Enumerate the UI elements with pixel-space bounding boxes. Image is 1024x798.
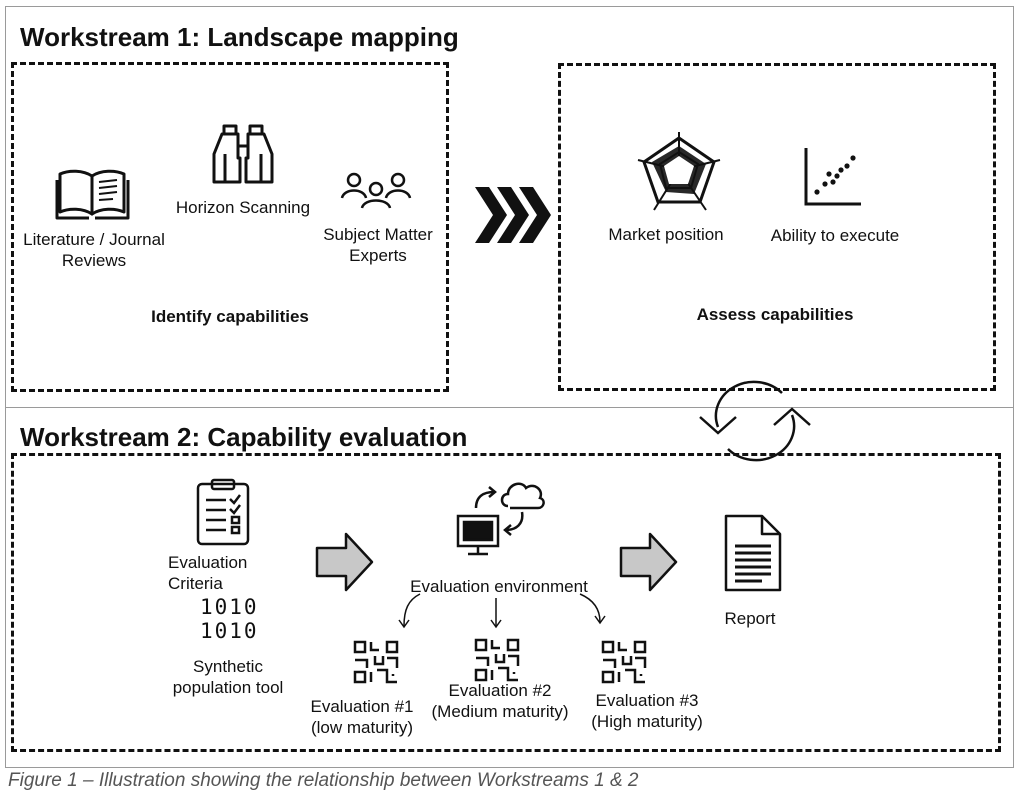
identify-heading: Identify capabilities bbox=[151, 307, 309, 326]
ability-label: Ability to execute bbox=[770, 226, 900, 245]
binary-icon: 1010 1010 bbox=[200, 595, 259, 643]
literature-label: Literature / Journal Reviews bbox=[23, 230, 165, 270]
eval1-block: Evaluation #1 (low maturity) bbox=[300, 696, 424, 738]
workstream2-title: Workstream 2: Capability evaluation bbox=[20, 422, 468, 452]
block-arrow-icon bbox=[315, 532, 374, 592]
market-label: Market position bbox=[608, 225, 724, 244]
eval3-title: Evaluation #3 bbox=[595, 691, 699, 710]
qr-code-icon bbox=[353, 640, 399, 684]
eval2-block: Evaluation #2 (Medium maturity) bbox=[420, 680, 580, 722]
figure-frame bbox=[5, 6, 1014, 768]
book-icon bbox=[55, 169, 130, 220]
binoculars-icon bbox=[212, 124, 274, 184]
cycle-arrows-icon bbox=[699, 380, 811, 462]
identify-capabilities-box bbox=[11, 62, 449, 392]
eval2-sub: (Medium maturity) bbox=[431, 702, 569, 721]
report-label: Report bbox=[724, 609, 776, 628]
clipboard-checklist-icon bbox=[196, 478, 250, 546]
scatter-plot-icon bbox=[804, 148, 861, 206]
people-icon bbox=[340, 172, 412, 209]
eval3-sub: (High maturity) bbox=[591, 712, 703, 731]
assess-heading: Assess capabilities bbox=[696, 305, 854, 324]
block-arrow-icon bbox=[619, 532, 678, 592]
binary-line-1: 1010 bbox=[200, 595, 259, 619]
eval2-title: Evaluation #2 bbox=[448, 681, 552, 700]
eval3-block: Evaluation #3 (High maturity) bbox=[584, 690, 710, 732]
experts-label: Subject Matter Experts bbox=[323, 225, 433, 265]
computer-cloud-icon bbox=[456, 482, 545, 556]
branch-arrows bbox=[398, 593, 606, 629]
workstream1-title: Workstream 1: Landscape mapping bbox=[20, 22, 459, 52]
workstream-separator bbox=[5, 407, 1014, 408]
qr-code-icon bbox=[601, 640, 647, 684]
figure-caption: Figure 1 – Illustration showing the rela… bbox=[8, 770, 639, 791]
qr-code-icon bbox=[474, 638, 520, 682]
synthetic-label: Synthetic population tool bbox=[172, 657, 284, 697]
binary-line-2: 1010 bbox=[200, 619, 259, 643]
environment-label: Evaluation environment bbox=[410, 577, 588, 596]
criteria-label: Evaluation Criteria bbox=[168, 553, 248, 593]
eval1-sub: (low maturity) bbox=[310, 718, 413, 737]
radar-chart-icon bbox=[637, 132, 721, 211]
horizon-label: Horizon Scanning bbox=[175, 198, 311, 217]
eval1-title: Evaluation #1 bbox=[310, 697, 414, 716]
triple-chevron-icon bbox=[475, 187, 551, 243]
report-document-icon bbox=[724, 514, 782, 592]
capability-evaluation-box bbox=[11, 453, 1001, 752]
